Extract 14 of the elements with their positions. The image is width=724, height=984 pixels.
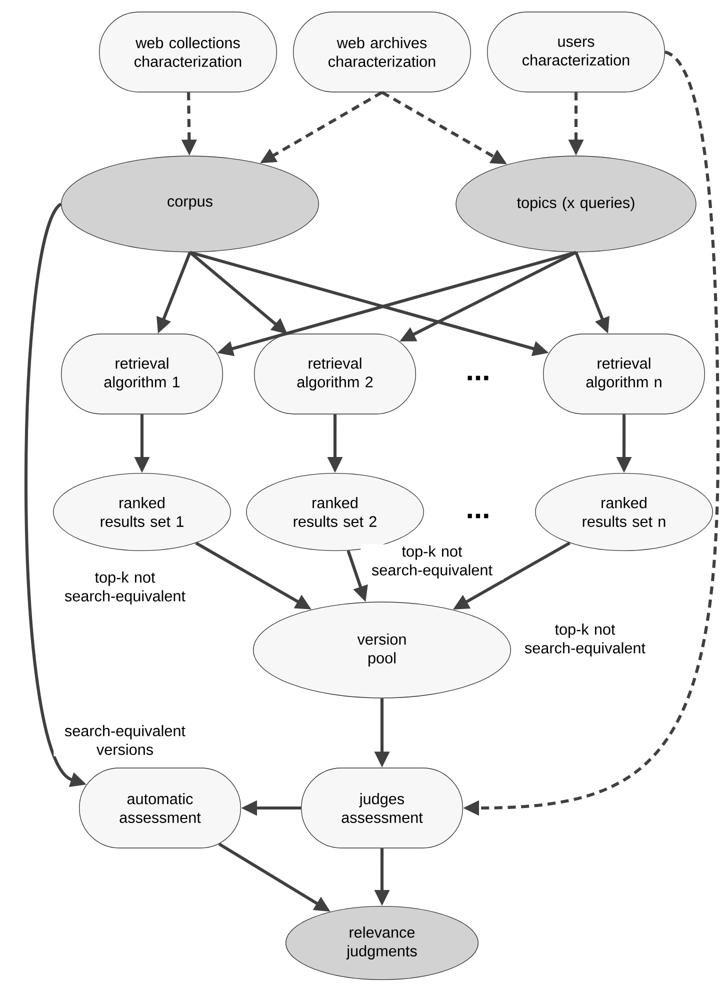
edge-label: top-k not search-equivalent bbox=[514, 622, 656, 658]
process-box: web collections characterization bbox=[99, 12, 277, 92]
edge-label: search-equivalent versions bbox=[54, 724, 196, 756]
edge-label: top-k not search-equivalent bbox=[54, 570, 196, 606]
process-box: retrieval algorithm 1 bbox=[61, 334, 223, 414]
process-box: web archives characterization bbox=[293, 12, 471, 92]
process-box: judges assessment bbox=[301, 768, 463, 848]
process-box: retrieval algorithm n bbox=[543, 334, 705, 414]
ellipsis-mark: ... bbox=[468, 376, 488, 380]
edge-label: top-k not search-equivalent bbox=[360, 544, 504, 580]
process-box: users characterization bbox=[487, 12, 666, 92]
process-box: retrieval algorithm 2 bbox=[254, 334, 416, 414]
process-box: automatic assessment bbox=[79, 768, 241, 848]
ellipsis-mark: ... bbox=[468, 514, 488, 518]
